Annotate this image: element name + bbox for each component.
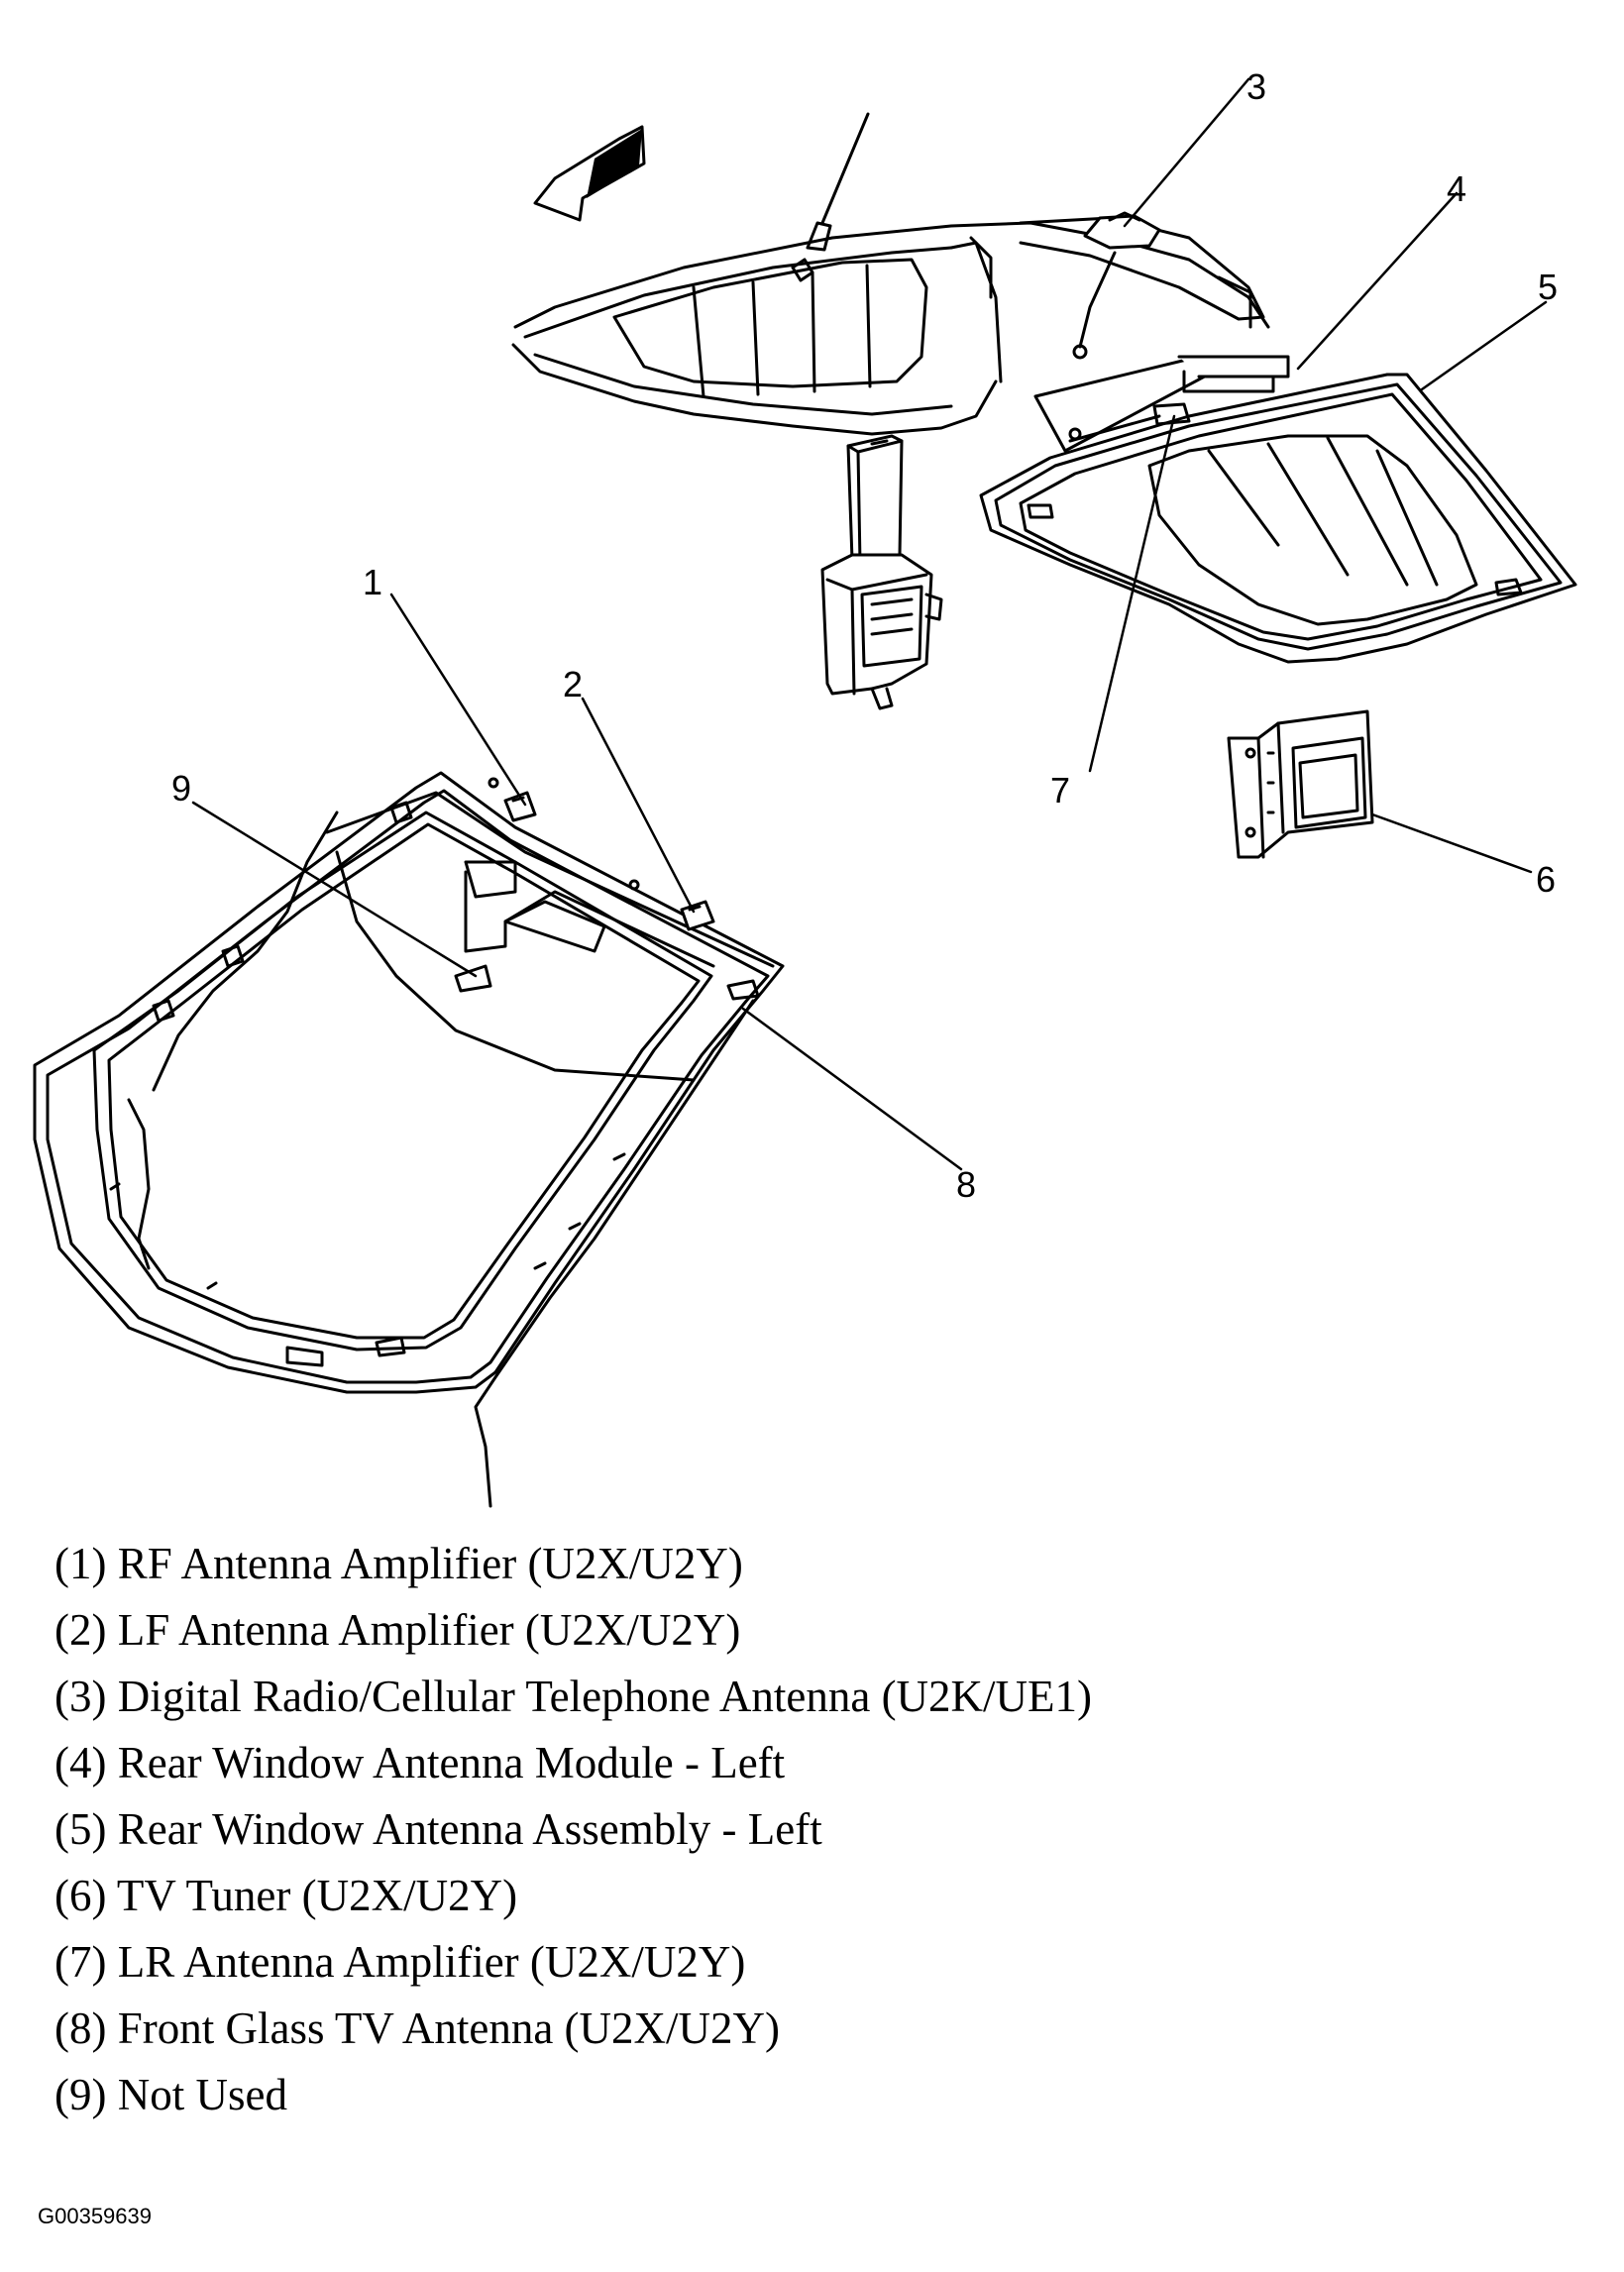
callout-7: 7: [1050, 770, 1071, 811]
callout-1: 1: [363, 562, 383, 602]
parts-legend: (1) RF Antenna Amplifier (U2X/U2Y) (2) L…: [54, 1531, 1092, 2128]
callout-4: 4: [1447, 168, 1467, 209]
callout-8: 8: [956, 1164, 977, 1205]
front-glass-tv-antenna: [33, 771, 785, 1508]
leader-lines: [191, 77, 1548, 1171]
legend-item: (7) LR Antenna Amplifier (U2X/U2Y): [54, 1937, 746, 1987]
legend-item: (2) LF Antenna Amplifier (U2X/U2Y): [54, 1605, 741, 1655]
legend-item: (5) Rear Window Antenna Assembly - Left: [54, 1804, 822, 1854]
roof-headliner-assembly: [511, 112, 1270, 436]
callout-3: 3: [1246, 66, 1267, 107]
figure-id: G00359639: [38, 2204, 152, 2228]
callout-2: 2: [563, 664, 584, 704]
rear-window-antenna-assembly: [979, 373, 1577, 664]
legend-item: (4) Rear Window Antenna Module - Left: [54, 1738, 786, 1787]
legend-item: (6) TV Tuner (U2X/U2Y): [54, 1871, 518, 1920]
legend-item: (8) Front Glass TV Antenna (U2X/U2Y): [54, 2003, 781, 2053]
callout-5: 5: [1538, 267, 1559, 307]
tv-tuner: [1227, 709, 1374, 859]
callout-9: 9: [171, 768, 192, 809]
digital-radio-antenna-base: [1072, 211, 1161, 360]
legend-item: (1) RF Antenna Amplifier (U2X/U2Y): [54, 1539, 743, 1588]
antenna-module-bracket: [820, 434, 943, 710]
legend-item: (9) Not Used: [54, 2070, 287, 2119]
rear-window-antenna-module: [1033, 355, 1290, 453]
antenna-system-diagram: [33, 77, 1577, 1508]
callout-6: 6: [1536, 859, 1557, 900]
front-direction-arrow: [533, 125, 646, 222]
legend-item: (3) Digital Radio/Cellular Telephone Ant…: [54, 1672, 1093, 1721]
